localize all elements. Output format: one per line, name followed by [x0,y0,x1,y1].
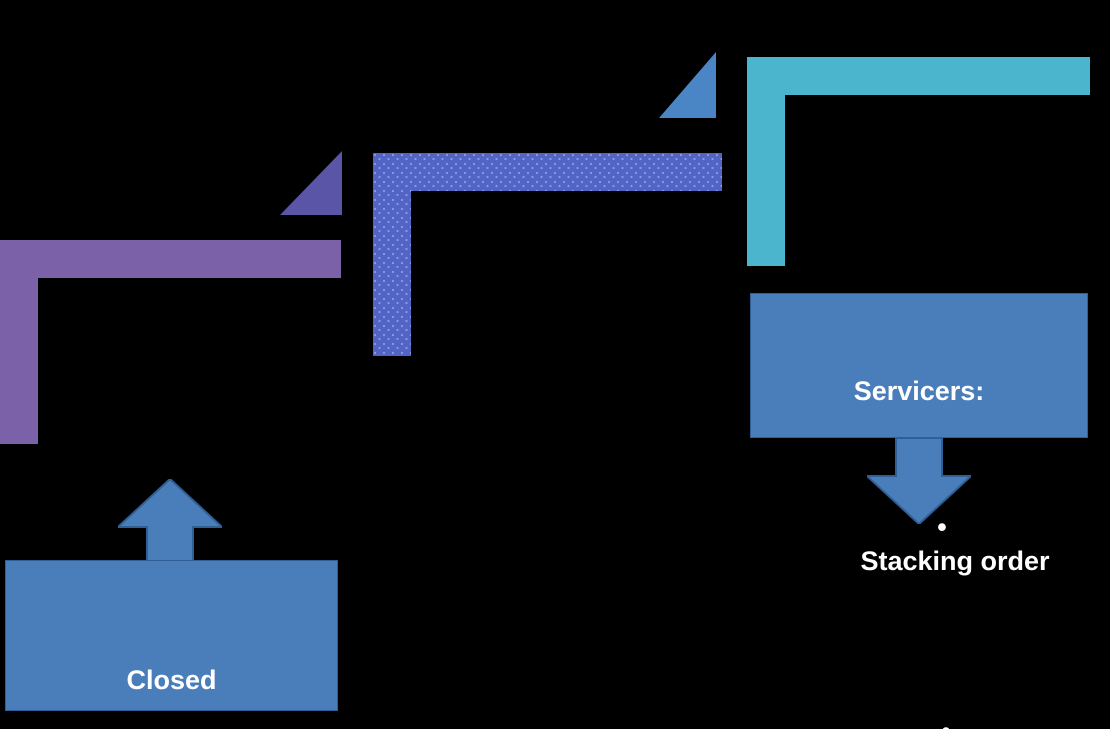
blue-arrowhead-triangle [659,52,716,118]
servicers-title: Servicers: [853,376,985,407]
servicers-box[interactable]: Servicers: • Stacking order • Data forma… [750,293,1088,729]
bullet-glyph: • [941,716,950,729]
closed-loan-files-text: Closed Loan Files [6,595,337,729]
purple-elbow-bar [0,240,341,444]
purple-arrowhead-triangle [280,151,342,215]
servicers-bullet-1-label: Stacking order [860,546,1050,577]
teal-elbow-bar [747,57,1090,266]
indigo-elbow-bar [373,153,722,356]
servicers-bullet-2: • Data format [751,680,1087,729]
closed-loan-files-box[interactable]: Closed Loan Files [5,560,338,711]
closed-loan-files-line-1: Closed [126,665,217,696]
servicers-down-arrow [867,438,971,524]
closed-loan-files-up-arrow [118,479,222,561]
